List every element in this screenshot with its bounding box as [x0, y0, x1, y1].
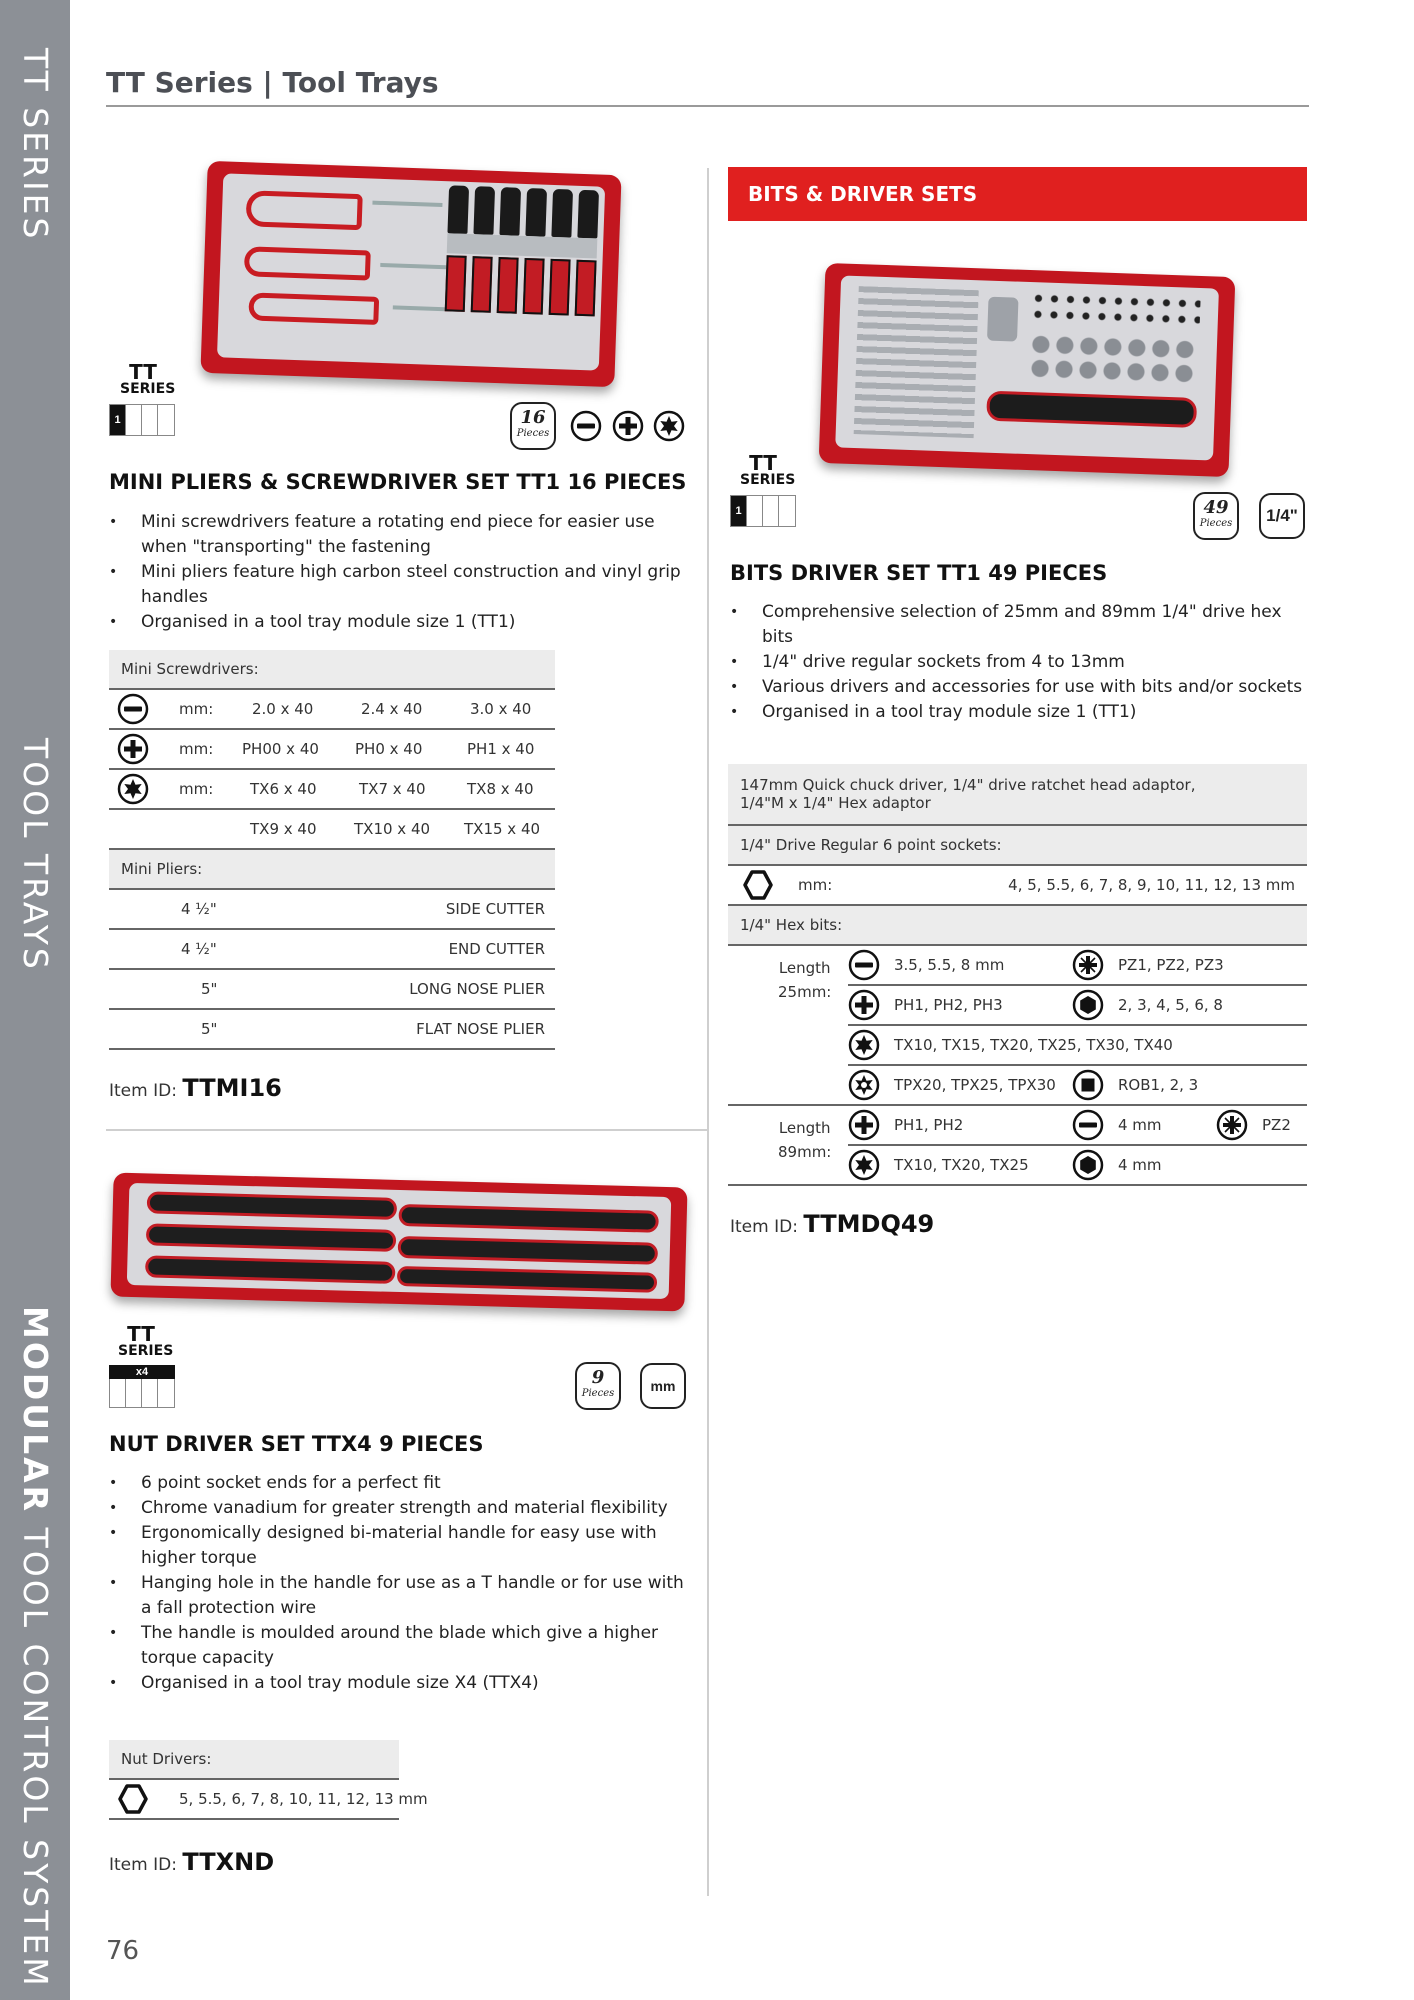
torx-icon: [848, 1029, 880, 1061]
list-item: Organised in a tool tray module size X4 …: [109, 1671, 697, 1696]
table-row: 5" LONG NOSE PLIER: [109, 970, 555, 1010]
table-row: mm: 4, 5, 5.5, 6, 7, 8, 9, 10, 11, 12, 1…: [728, 866, 1307, 906]
list-item: Hanging hole in the handle for use as a …: [109, 1571, 697, 1621]
section-divider: [106, 1129, 707, 1131]
torx-icon: [848, 1149, 880, 1181]
drive-size-badge: 1/4": [1259, 493, 1305, 539]
phillips-icon: [848, 1109, 880, 1141]
torx-icon: [117, 773, 149, 805]
title-divider: [106, 105, 1309, 107]
table-row: 5" FLAT NOSE PLIER: [109, 1010, 555, 1050]
column-divider: [707, 168, 709, 1896]
list-item: Organised in a tool tray module size 1 (…: [730, 700, 1310, 725]
section-header: BITS & DRIVER SETS: [728, 167, 1307, 221]
list-item: Mini screwdrivers feature a rotating end…: [109, 510, 689, 560]
feature-list: Mini screwdrivers feature a rotating end…: [109, 510, 689, 635]
table-header: 147mm Quick chuck driver, 1/4" drive rat…: [728, 764, 1307, 826]
product-title: BITS DRIVER SET TT1 49 PIECES: [730, 561, 1108, 585]
item-id: Item ID: TTMDQ49: [730, 1210, 935, 1238]
list-item: Mini pliers feature high carbon steel co…: [109, 560, 689, 610]
hex-socket-icon: [742, 869, 774, 901]
slotted-icon: [1072, 1109, 1104, 1141]
spec-table-nut-drivers: Nut Drivers: 5, 5.5, 6, 7, 8, 10, 11, 12…: [109, 1740, 428, 1820]
table-row: TX9 x 40 TX10 x 40 TX15 x 40: [109, 810, 555, 850]
table-row: 5, 5.5, 6, 7, 8, 10, 11, 12, 13 mm: [109, 1780, 428, 1820]
list-item: The handle is moulded around the blade w…: [109, 1621, 697, 1671]
phillips-icon: [848, 989, 880, 1021]
metric-badge: mm: [640, 1363, 686, 1409]
product-title: NUT DRIVER SET TTX4 9 PIECES: [109, 1432, 484, 1456]
page-title: TT Series | Tool Trays: [106, 66, 439, 99]
module-size-indicator: 1: [730, 495, 796, 527]
side-label-modular: MODULAR TOOL CONTROL SYSTEM: [16, 1306, 55, 1989]
list-item: 1/4" drive regular sockets from 4 to 13m…: [730, 650, 1310, 675]
torx-plus-icon: [848, 1069, 880, 1101]
table-row: TPX20, TPX25, TPX30 ROB1, 2, 3: [848, 1066, 1307, 1104]
item-id: Item ID: TTXND: [109, 1848, 275, 1876]
table-row: 4 ½" END CUTTER: [109, 930, 555, 970]
item-id: Item ID: TTMI16: [109, 1074, 282, 1102]
list-item: 6 point socket ends for a perfect fit: [109, 1471, 697, 1496]
table-row: mm: PH00 x 40 PH0 x 40 PH1 x 40: [109, 730, 555, 770]
feature-list: 6 point socket ends for a perfect fit Ch…: [109, 1471, 697, 1696]
phillips-icon: [612, 410, 644, 442]
table-row: PH1, PH2 4 mm PZ2: [848, 1106, 1307, 1146]
table-header: Mini Screwdrivers:: [109, 650, 555, 690]
slotted-icon: [848, 949, 880, 981]
hex-icon: [1072, 1149, 1104, 1181]
slotted-icon: [570, 410, 602, 442]
list-item: Comprehensive selection of 25mm and 89mm…: [730, 600, 1310, 650]
list-item: Ergonomically designed bi-material handl…: [109, 1521, 697, 1571]
list-item: Various drivers and accessories for use …: [730, 675, 1310, 700]
table-header: 1/4" Hex bits:: [728, 906, 1307, 946]
list-item: Organised in a tool tray module size 1 (…: [109, 610, 689, 635]
table-header: 1/4" Drive Regular 6 point sockets:: [728, 826, 1307, 866]
product-image-mini-pliers-tray: [200, 160, 622, 388]
table-header: Nut Drivers:: [109, 1740, 399, 1780]
product-image-nut-driver-tray: [110, 1172, 688, 1312]
phillips-icon: [117, 733, 149, 765]
table-row: PH1, PH2, PH3 2, 3, 4, 5, 6, 8: [848, 986, 1307, 1026]
table-row: 4 ½" SIDE CUTTER: [109, 890, 555, 930]
product-title: MINI PLIERS & SCREWDRIVER SET TT1 16 PIE…: [109, 470, 687, 494]
table-header: Mini Pliers:: [109, 850, 555, 890]
torx-icon: [653, 410, 685, 442]
table-row: mm: TX6 x 40 TX7 x 40 TX8 x 40: [109, 770, 555, 810]
side-label-tt-series: TT SERIES: [16, 48, 55, 242]
side-tab: TT SERIES TOOL TRAYS MODULAR TOOL CONTRO…: [0, 0, 70, 2000]
robertson-icon: [1072, 1069, 1104, 1101]
table-row: TX10, TX20, TX25 4 mm: [848, 1146, 1307, 1184]
table-row: TX10, TX15, TX20, TX25, TX30, TX40: [848, 1026, 1307, 1066]
page-number: 76: [106, 1936, 140, 1966]
feature-list: Comprehensive selection of 25mm and 89mm…: [730, 600, 1310, 725]
side-label-tool-trays: TOOL TRAYS: [16, 738, 55, 972]
module-size-indicator: 1: [109, 404, 175, 436]
spec-table-bits: 147mm Quick chuck driver, 1/4" drive rat…: [728, 764, 1307, 1186]
slotted-icon: [117, 693, 149, 725]
table-row: 3.5, 5.5, 8 mm PZ1, PZ2, PZ3: [848, 946, 1307, 986]
hex-icon: [1072, 989, 1104, 1021]
list-item: Chrome vanadium for greater strength and…: [109, 1496, 697, 1521]
product-image-bits-driver-tray: [818, 262, 1236, 478]
pozidriv-icon: [1072, 949, 1104, 981]
table-row: mm: 2.0 x 40 2.4 x 40 3.0 x 40: [109, 690, 555, 730]
hex-socket-icon: [117, 1783, 149, 1815]
pozidriv-icon: [1216, 1109, 1248, 1141]
module-size-indicator: x4: [109, 1365, 175, 1408]
spec-table-mini: Mini Screwdrivers: mm: 2.0 x 40 2.4 x 40…: [109, 650, 555, 1050]
